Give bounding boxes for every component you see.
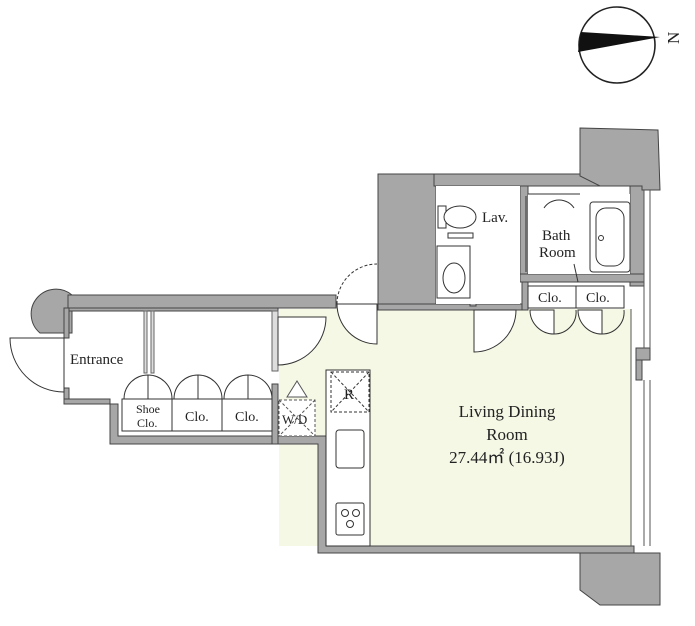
corridor-inner-wall [67, 307, 279, 312]
kitchen-partition [271, 383, 279, 445]
lav-door [336, 263, 517, 353]
closet-upper-1-label: Clo. [538, 291, 562, 306]
bath-bottom-wall [519, 273, 645, 283]
kitchen-stove [335, 502, 365, 536]
kitchen-counter [325, 369, 371, 547]
washer-dryer [278, 380, 316, 437]
upper-right-block [579, 127, 661, 191]
closet-upper-2-box [575, 285, 625, 309]
structural-column [377, 173, 437, 305]
shoe-closet-label-1: Shoe [136, 402, 160, 416]
compass-circle [578, 6, 656, 84]
entrance-label: Entrance [70, 352, 124, 368]
upper-closet-wall [521, 281, 529, 311]
compass: N [578, 6, 683, 84]
bath-left-wall [519, 185, 529, 277]
living-room-area: 27.44㎡ (16.93J) [449, 448, 565, 467]
corridor-top-wall [67, 294, 337, 309]
living-room-label-2: Room [486, 425, 528, 444]
kitchen-sink [335, 429, 365, 469]
fridge-label: R [344, 387, 354, 403]
right-column-strip [629, 185, 645, 287]
lower-closets [121, 374, 273, 432]
toilet-bowl [443, 205, 477, 229]
lower-right-block [579, 552, 661, 606]
corridor-posts [143, 310, 279, 374]
closet-upper-2-label: Clo. [586, 291, 610, 306]
bathroom [525, 193, 631, 283]
closet-lower-1-box [171, 398, 223, 432]
closet-lower-2-box [221, 398, 273, 432]
closet-lower-1-label: Clo. [185, 410, 209, 425]
right-window-mullion-1 [635, 347, 651, 361]
bath-label-2: Room [539, 245, 576, 261]
washer-dryer-label: W/D [282, 412, 307, 427]
lavatory [436, 186, 520, 304]
shoe-closet-label-2: Clo. [137, 416, 157, 430]
corridor-living-door [277, 316, 327, 366]
lav-label: Lav. [482, 210, 508, 226]
compass-north-label: N [664, 32, 683, 44]
right-window-mullion-2 [635, 359, 643, 381]
living-room-label-1: Living Dining [459, 402, 556, 421]
entrance-left-wall-top [63, 307, 70, 339]
upper-closets [527, 285, 625, 335]
entrance-door [9, 337, 65, 393]
bath-label-1: Bath [542, 228, 571, 244]
compass-needle [578, 32, 660, 52]
lower-stepped-wall [63, 398, 635, 554]
lav-living-wall [377, 303, 523, 311]
right-windows [630, 190, 651, 546]
entrance-column [30, 288, 73, 334]
closet-lower-2-label: Clo. [235, 410, 259, 425]
